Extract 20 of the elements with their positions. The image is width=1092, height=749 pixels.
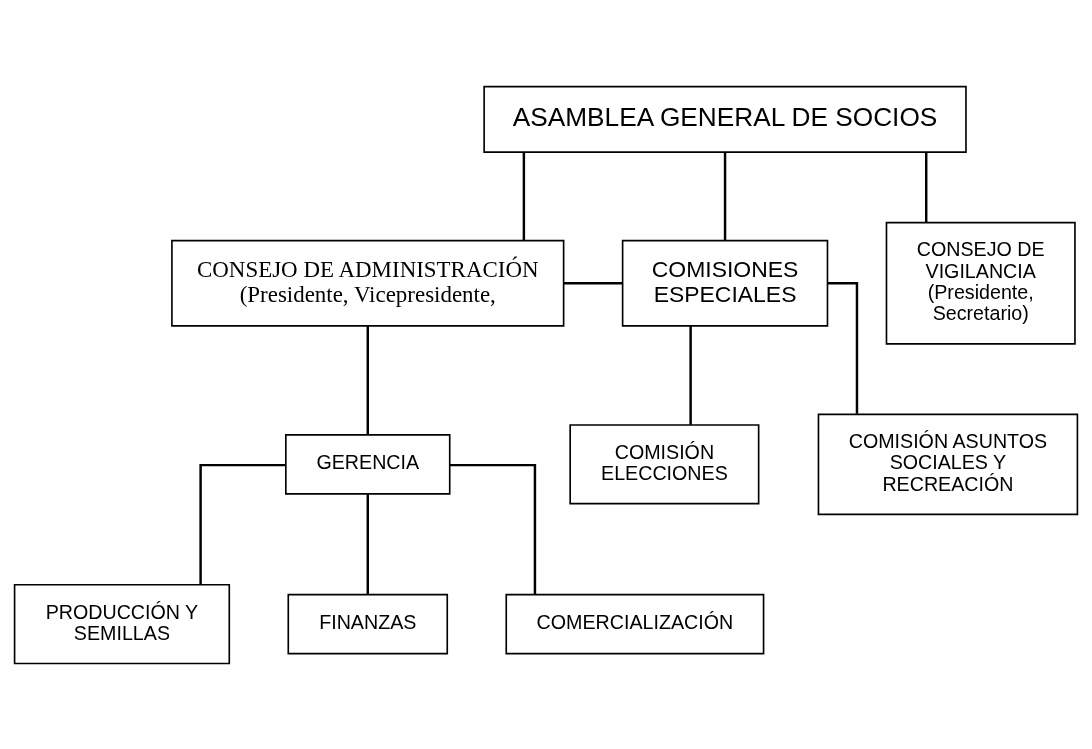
- connector: [366, 493, 369, 594]
- connector: [689, 325, 692, 425]
- node-box: FINANZAS: [287, 593, 449, 654]
- node-box: PRODUCCIÓN Y SEMILLAS: [13, 583, 231, 664]
- node-box: COMERCIALIZACIÓN: [505, 593, 765, 654]
- node-box: COMISIÓN ELECCIONES: [569, 423, 760, 504]
- connector: [522, 152, 526, 240]
- connector: [723, 152, 727, 240]
- connector: [827, 281, 859, 414]
- connector: [199, 463, 286, 584]
- node-box: ASAMBLEA GENERAL DE SOCIOS: [483, 85, 967, 153]
- node-box: GERENCIA: [285, 433, 451, 495]
- node-box: COMISIÓN ASUNTOS SOCIALES Y RECREACIÓN: [817, 413, 1079, 515]
- node-box: COMISIONES ESPECIALES: [621, 239, 829, 327]
- connector: [925, 152, 928, 222]
- connector: [366, 325, 369, 435]
- connector: [563, 281, 623, 284]
- node-box: CONSEJO DE ADMINISTRACIÓN (Presidente, Vicepresidente,: [171, 239, 565, 327]
- connector: [449, 463, 537, 594]
- node-box: CONSEJO DE VIGILANCIA (Presidente, Secretario): [885, 221, 1076, 345]
